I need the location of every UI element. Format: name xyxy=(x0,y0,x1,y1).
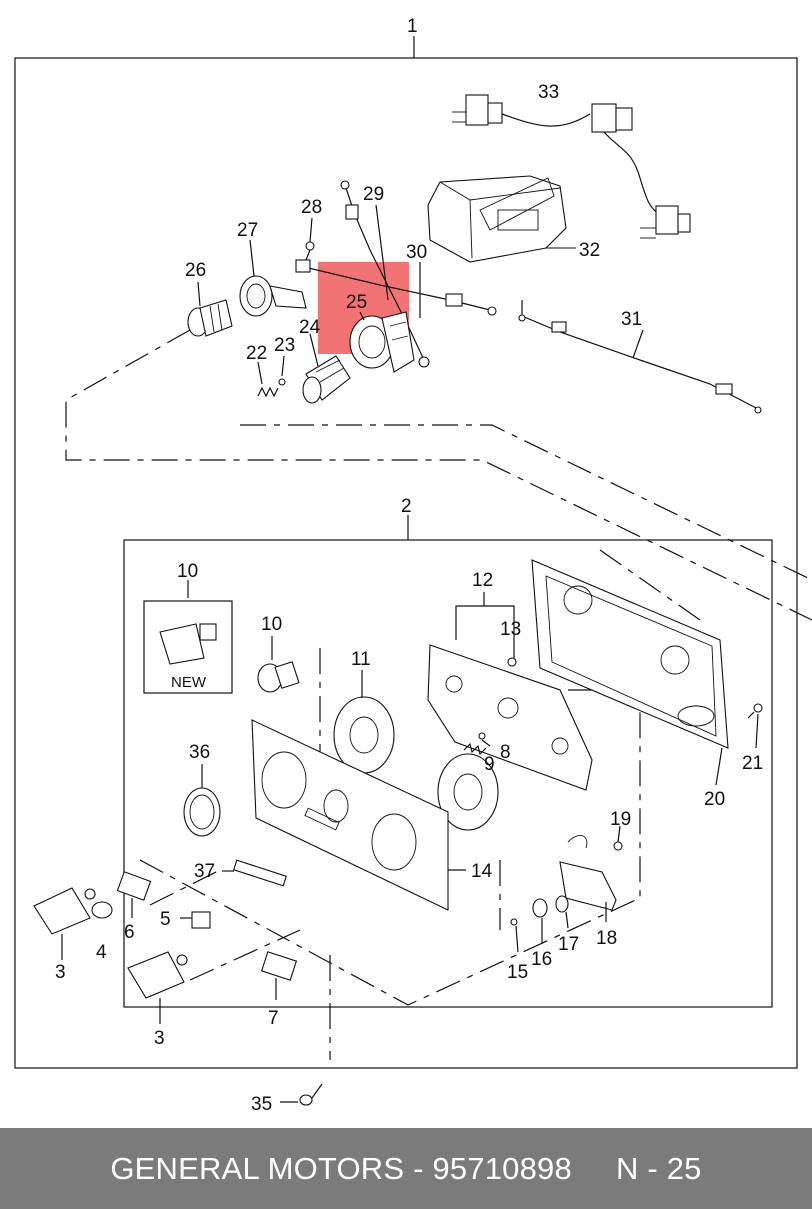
callout-35: 35 xyxy=(251,1094,272,1115)
callout-8: 8 xyxy=(500,742,511,763)
callout-10b: 10 xyxy=(261,614,282,635)
part-13-screw xyxy=(507,657,517,667)
callout-33: 33 xyxy=(538,82,559,103)
callout-29: 29 xyxy=(363,184,384,205)
part-30-cable xyxy=(295,259,497,318)
part-36-ring xyxy=(183,764,221,837)
callout-32: 32 xyxy=(579,240,600,261)
callout-26: 26 xyxy=(185,260,206,281)
callout-22: 22 xyxy=(246,343,267,364)
callout-19: 19 xyxy=(610,809,631,830)
part-28-screw xyxy=(305,217,315,261)
part-35-screw xyxy=(280,1083,323,1106)
callout-11: 11 xyxy=(351,649,371,670)
footer-text: GENERAL MOTORS - 95710898 N - 25 xyxy=(110,1150,702,1186)
callout-12: 12 xyxy=(472,570,493,591)
callout-16: 16 xyxy=(531,949,552,970)
callout-3a: 3 xyxy=(55,962,66,983)
part-3-knob-lower xyxy=(127,951,188,1024)
callout-15: 15 xyxy=(507,962,528,983)
part-33-harness xyxy=(452,94,691,239)
footer-bar: GENERAL MOTORS - 95710898 N - 25 xyxy=(0,1128,812,1209)
callout-6: 6 xyxy=(124,922,135,943)
callout-27: 27 xyxy=(237,220,258,241)
part-19-screw xyxy=(613,825,623,851)
callout-31: 31 xyxy=(621,309,642,330)
callout-17: 17 xyxy=(558,934,579,955)
part-31-cable xyxy=(518,300,762,414)
callout-24: 24 xyxy=(299,317,321,338)
callouts: 1 2 3 3 4 5 6 7 8 9 10 10 11 12 13 14 15… xyxy=(55,16,763,1115)
callout-2: 2 xyxy=(401,496,412,517)
part-27-housing xyxy=(239,239,307,317)
part-5-clip xyxy=(180,911,211,929)
callout-37: 37 xyxy=(194,861,215,882)
callout-28: 28 xyxy=(301,197,322,218)
guide-lines xyxy=(65,329,812,1060)
part-21-screw xyxy=(747,703,763,749)
callout-36: 36 xyxy=(189,742,210,763)
callout-23: 23 xyxy=(274,335,295,356)
part-11-dial xyxy=(333,670,499,831)
callout-5: 5 xyxy=(160,909,171,930)
part-15-17-small xyxy=(510,895,569,953)
part-8-9-spring xyxy=(463,732,491,756)
callout-9: 9 xyxy=(484,754,495,775)
new-part-box xyxy=(143,580,233,694)
callout-1: 1 xyxy=(407,16,418,37)
callout-14: 14 xyxy=(471,861,493,882)
part-26-shaft xyxy=(187,281,233,337)
part-29-cable xyxy=(340,180,430,368)
new-caption: NEW xyxy=(171,674,207,691)
callout-30: 30 xyxy=(406,242,427,263)
part-25-slide xyxy=(349,311,415,373)
part-32-module xyxy=(427,175,576,263)
part-10-knob xyxy=(257,636,300,693)
part-7-holder xyxy=(260,951,298,1000)
part-18-switch xyxy=(559,835,617,922)
part-6-socket xyxy=(116,871,152,918)
inner-frame xyxy=(123,539,773,1008)
callout-21: 21 xyxy=(742,753,763,774)
callout-7: 7 xyxy=(268,1008,279,1029)
callout-10a: 10 xyxy=(177,561,198,582)
callout-25: 25 xyxy=(346,292,367,313)
callout-20: 20 xyxy=(704,789,725,810)
part-20-housing xyxy=(531,559,729,786)
part-4-cap xyxy=(91,901,113,919)
part-22-23-spring xyxy=(257,355,286,398)
parts-diagram: 1 2 3 3 4 5 6 7 8 9 10 10 11 12 13 14 15… xyxy=(14,16,812,1115)
outer-frame xyxy=(14,57,798,1069)
part-14-bezel xyxy=(251,719,466,911)
part-12-plate xyxy=(427,592,593,791)
callout-4: 4 xyxy=(96,942,107,963)
part-24-core xyxy=(302,333,351,404)
callout-3b: 3 xyxy=(154,1028,165,1049)
callout-13: 13 xyxy=(500,619,521,640)
part-37-link xyxy=(222,859,287,887)
part-3-knob-upper xyxy=(33,887,96,960)
callout-18: 18 xyxy=(596,928,617,949)
